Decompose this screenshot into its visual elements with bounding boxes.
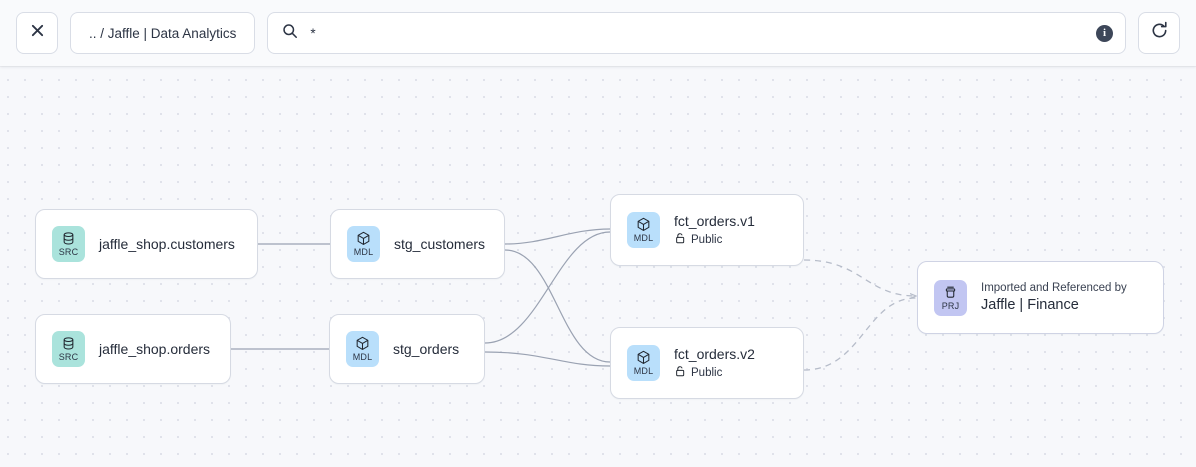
search-icon: [282, 23, 298, 44]
badge-label: SRC: [58, 352, 79, 362]
info-icon[interactable]: i: [1096, 24, 1113, 42]
breadcrumb-label: .. / Jaffle | Data Analytics: [89, 25, 237, 41]
top-toolbar: .. / Jaffle | Data Analytics i: [0, 0, 1196, 66]
badge-label: MDL: [353, 247, 374, 257]
node-stg-orders[interactable]: MDL stg_orders: [329, 314, 485, 384]
badge-label: MDL: [352, 352, 373, 362]
access-label: Public: [691, 366, 723, 379]
search-input[interactable]: [310, 25, 1084, 41]
database-icon: [61, 231, 76, 246]
node-access: Public: [674, 232, 755, 247]
close-button[interactable]: [16, 12, 58, 54]
badge-label: PRJ: [941, 300, 960, 311]
model-badge: MDL: [627, 212, 660, 248]
node-stg-customers[interactable]: MDL stg_customers: [330, 209, 505, 279]
node-body: fct_orders.v2 Public: [674, 346, 755, 380]
unlock-icon: [674, 232, 686, 247]
node-jaffle-shop-orders[interactable]: SRC jaffle_shop.orders: [35, 314, 231, 384]
refresh-icon: [1150, 21, 1169, 45]
close-icon: [30, 23, 45, 43]
node-body: Imported and Referenced by Jaffle | Fina…: [981, 282, 1127, 313]
source-badge: SRC: [52, 226, 85, 262]
node-label: stg_customers: [394, 236, 486, 252]
search-field[interactable]: i: [267, 12, 1126, 54]
badge-label: MDL: [633, 233, 654, 243]
info-glyph: i: [1102, 26, 1107, 39]
node-label: jaffle_shop.orders: [99, 341, 211, 357]
node-body: fct_orders.v1 Public: [674, 213, 755, 247]
cube-icon: [355, 336, 370, 351]
node-label: fct_orders.v2: [674, 346, 755, 362]
cube-icon: [636, 217, 651, 232]
node-fct-orders-v2[interactable]: MDL fct_orders.v2 Public: [610, 327, 804, 399]
project-badge: PRJ: [934, 279, 967, 316]
node-jaffle-finance-project[interactable]: PRJ Imported and Referenced by Jaffle | …: [917, 261, 1164, 334]
database-icon: [61, 336, 76, 351]
badge-label: SRC: [58, 247, 79, 257]
node-access: Public: [674, 365, 755, 380]
node-jaffle-shop-customers[interactable]: SRC jaffle_shop.customers: [35, 209, 258, 279]
archive-box-icon: [943, 285, 958, 300]
cube-icon: [356, 231, 371, 246]
model-badge: MDL: [347, 226, 380, 262]
model-badge: MDL: [346, 331, 379, 367]
source-badge: SRC: [52, 331, 85, 367]
breadcrumb[interactable]: .. / Jaffle | Data Analytics: [70, 12, 256, 54]
node-fct-orders-v1[interactable]: MDL fct_orders.v1 Public: [610, 194, 804, 266]
access-label: Public: [691, 233, 723, 246]
node-label: Jaffle | Finance: [981, 297, 1079, 313]
cube-icon: [636, 350, 651, 365]
node-label: stg_orders: [393, 341, 460, 357]
refresh-button[interactable]: [1138, 12, 1180, 54]
node-label: jaffle_shop.customers: [99, 236, 235, 252]
model-badge: MDL: [627, 345, 660, 381]
badge-label: MDL: [633, 366, 654, 376]
node-kicker: Imported and Referenced by: [981, 282, 1127, 294]
node-label: fct_orders.v1: [674, 213, 755, 229]
unlock-icon: [674, 365, 686, 380]
